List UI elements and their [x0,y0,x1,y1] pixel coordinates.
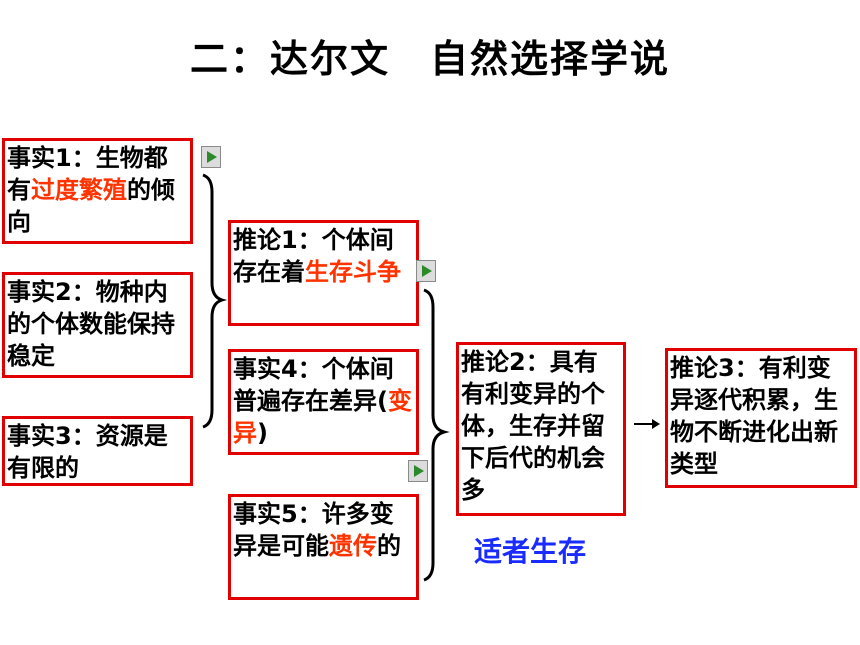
title-part1: 二：达尔文 [189,37,390,81]
title-part2: 自然选择学说 [430,37,671,81]
play-button-icon[interactable] [416,260,436,282]
curly-brace-icon [202,173,228,429]
inference3-text: 推论3：有利变异逐代积累，生物不断进化出新类型 [670,354,838,478]
inference2-box: 推论2：具有有利变异的个体，生存并留下后代的机会多 [456,342,626,516]
fact4-post: ) [257,419,268,447]
inference1-box: 推论1：个体间存在着生存斗争 [228,220,419,326]
inference1-pre: 推论1：个体间存在着 [233,226,394,286]
survival-of-fittest-label: 适者生存 [474,535,587,568]
fact2-text: 事实2：物种内的个体数能保持稳定 [7,278,175,370]
fact1-pre: 事实1：生物都有 [7,144,168,204]
fact3-box: 事实3：资源是有限的 [2,416,193,486]
curly-brace-icon [423,288,450,582]
fact5-pre: 事实5：许多变异是可能 [233,500,394,560]
fact4-pre: 事实4：个体间普遍存在差异( [233,355,394,415]
fact2-box: 事实2：物种内的个体数能保持稳定 [2,272,193,378]
page-title: 二：达尔文自然选择学说 [0,28,860,83]
fact5-post: 的 [377,532,401,560]
fact4-highlight: 变异 [233,387,412,447]
inference2-text: 推论2：具有有利变异的个体，生存并留下后代的机会多 [461,348,605,504]
fact1-highlight: 过度繁殖 [31,176,127,204]
play-button-icon[interactable] [201,146,221,168]
play-button-icon[interactable] [408,460,428,482]
fact5-highlight: 遗传 [329,532,377,560]
fact4-box: 事实4：个体间普遍存在差异(变异) [228,349,419,455]
fact3-text: 事实3：资源是有限的 [7,422,168,482]
inference3-box: 推论3：有利变异逐代积累，生物不断进化出新类型 [665,348,857,488]
fact5-box: 事实5：许多变异是可能遗传的 [228,494,419,600]
right-arrow-head-icon [652,419,660,429]
fact1-post: 的倾向 [7,176,175,236]
fact1-box: 事实1：生物都有过度繁殖的倾向 [2,138,193,244]
inference1-highlight: 生存斗争 [305,258,401,286]
